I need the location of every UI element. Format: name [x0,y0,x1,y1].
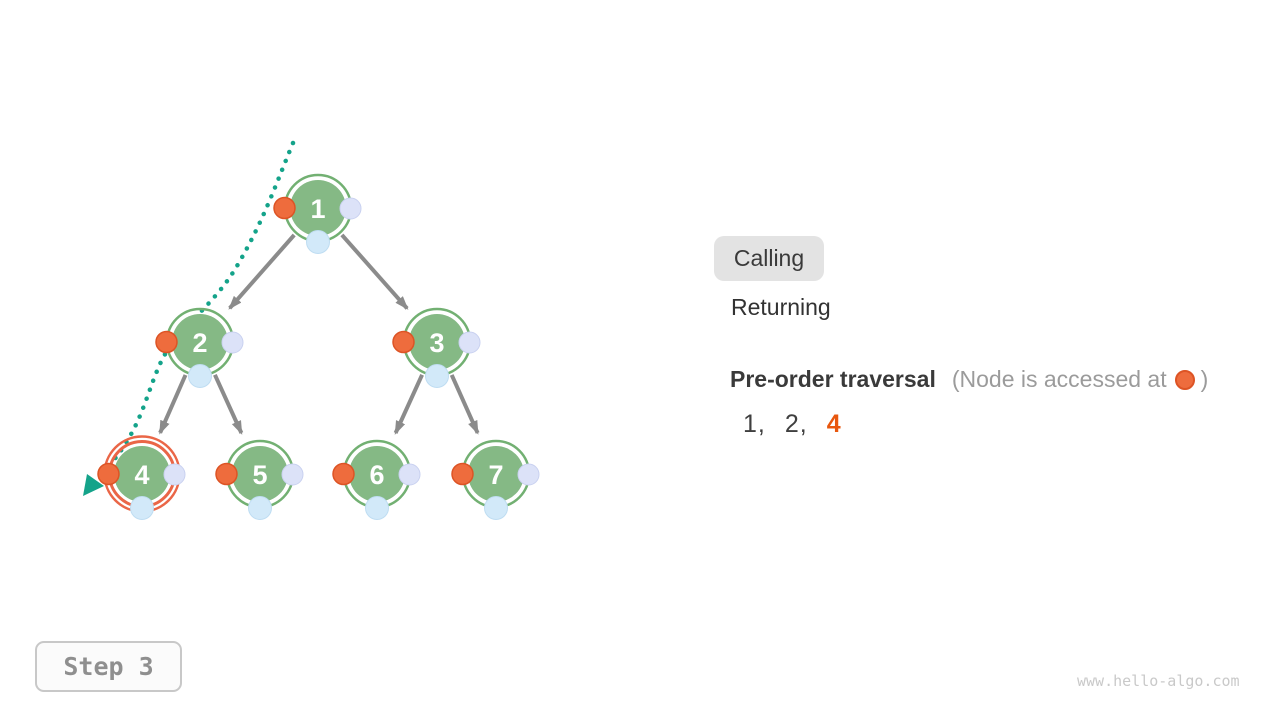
node-label: 3 [429,328,444,358]
preorder-access-dot [97,462,120,486]
watermark: www.hello-algo.com [1077,672,1240,690]
tree-node-4: 4 [97,435,186,520]
postorder-access-dot [484,496,508,520]
node-disc [409,314,465,370]
postorder-access-dot [188,364,212,388]
traversal-sequence: 1, 2, 4 [743,410,861,439]
postorder-access-dot [425,364,449,388]
node-disc [468,446,524,502]
sequence-value-4: 4 [826,410,842,438]
trace-arrowhead-icon [83,474,104,496]
postorder-access-dot [365,496,389,520]
preorder-access-dot [155,330,178,354]
node-disc [349,446,405,502]
inorder-access-dot [458,331,481,354]
inorder-access-dot [398,463,421,486]
tree-node-5: 5 [215,439,304,520]
node-label: 7 [488,460,503,490]
sequence-value-2: 2, [784,410,808,438]
tree-edge-1-3 [340,233,409,310]
binary-tree-diagram: 1 2 3 4 5 6 7 [83,140,540,520]
tree-node-6: 6 [332,439,421,520]
postorder-access-dot [306,230,330,254]
node-disc [290,180,346,236]
inorder-access-dot [339,197,362,220]
node-label: 5 [252,460,267,490]
tree-edge-1-2 [228,233,296,310]
postorder-access-dot [248,496,272,520]
node-disc [114,446,170,502]
tree-edge-2-4 [158,374,188,435]
tree-node-1: 1 [273,173,362,254]
tree-node-3: 3 [392,307,481,388]
traversal-caption: Pre-order traversal (Node is accessed at… [730,366,1208,393]
tree-node-2: 2 [155,307,244,388]
tree-edge-3-6 [393,373,424,435]
tree-edge-3-7 [449,374,480,435]
node-label: 4 [134,460,149,490]
node-label: 2 [192,328,207,358]
tree-node-7: 7 [451,439,540,520]
traversal-note-prefix: (Node is accessed at [951,366,1167,392]
tree-nodes: 1 2 3 4 5 6 7 [97,173,540,520]
node-disc [172,314,228,370]
preorder-access-dot [451,462,474,486]
preorder-access-dot [392,330,415,354]
tree-edges [158,233,480,435]
step-indicator: Step 3 [35,641,182,692]
node-disc [232,446,288,502]
traversal-title: Pre-order traversal [730,366,936,392]
inorder-access-dot [517,463,540,486]
sequence-value-1: 1, [743,410,766,438]
node-label: 6 [369,460,384,490]
inorder-access-dot [163,463,186,486]
node-label: 1 [310,194,325,224]
preorder-access-dot [215,462,238,486]
returning-state-label[interactable]: Returning [731,294,831,320]
postorder-access-dot [130,496,154,520]
calling-state-chip[interactable]: Calling [714,236,824,281]
access-marker-dot-icon [1174,369,1195,390]
inorder-access-dot [281,463,304,486]
preorder-access-dot [273,196,296,220]
tree-edge-2-5 [213,373,244,435]
traversal-note-suffix: ) [1200,366,1209,392]
inorder-access-dot [221,331,244,354]
preorder-access-dot [332,462,355,486]
